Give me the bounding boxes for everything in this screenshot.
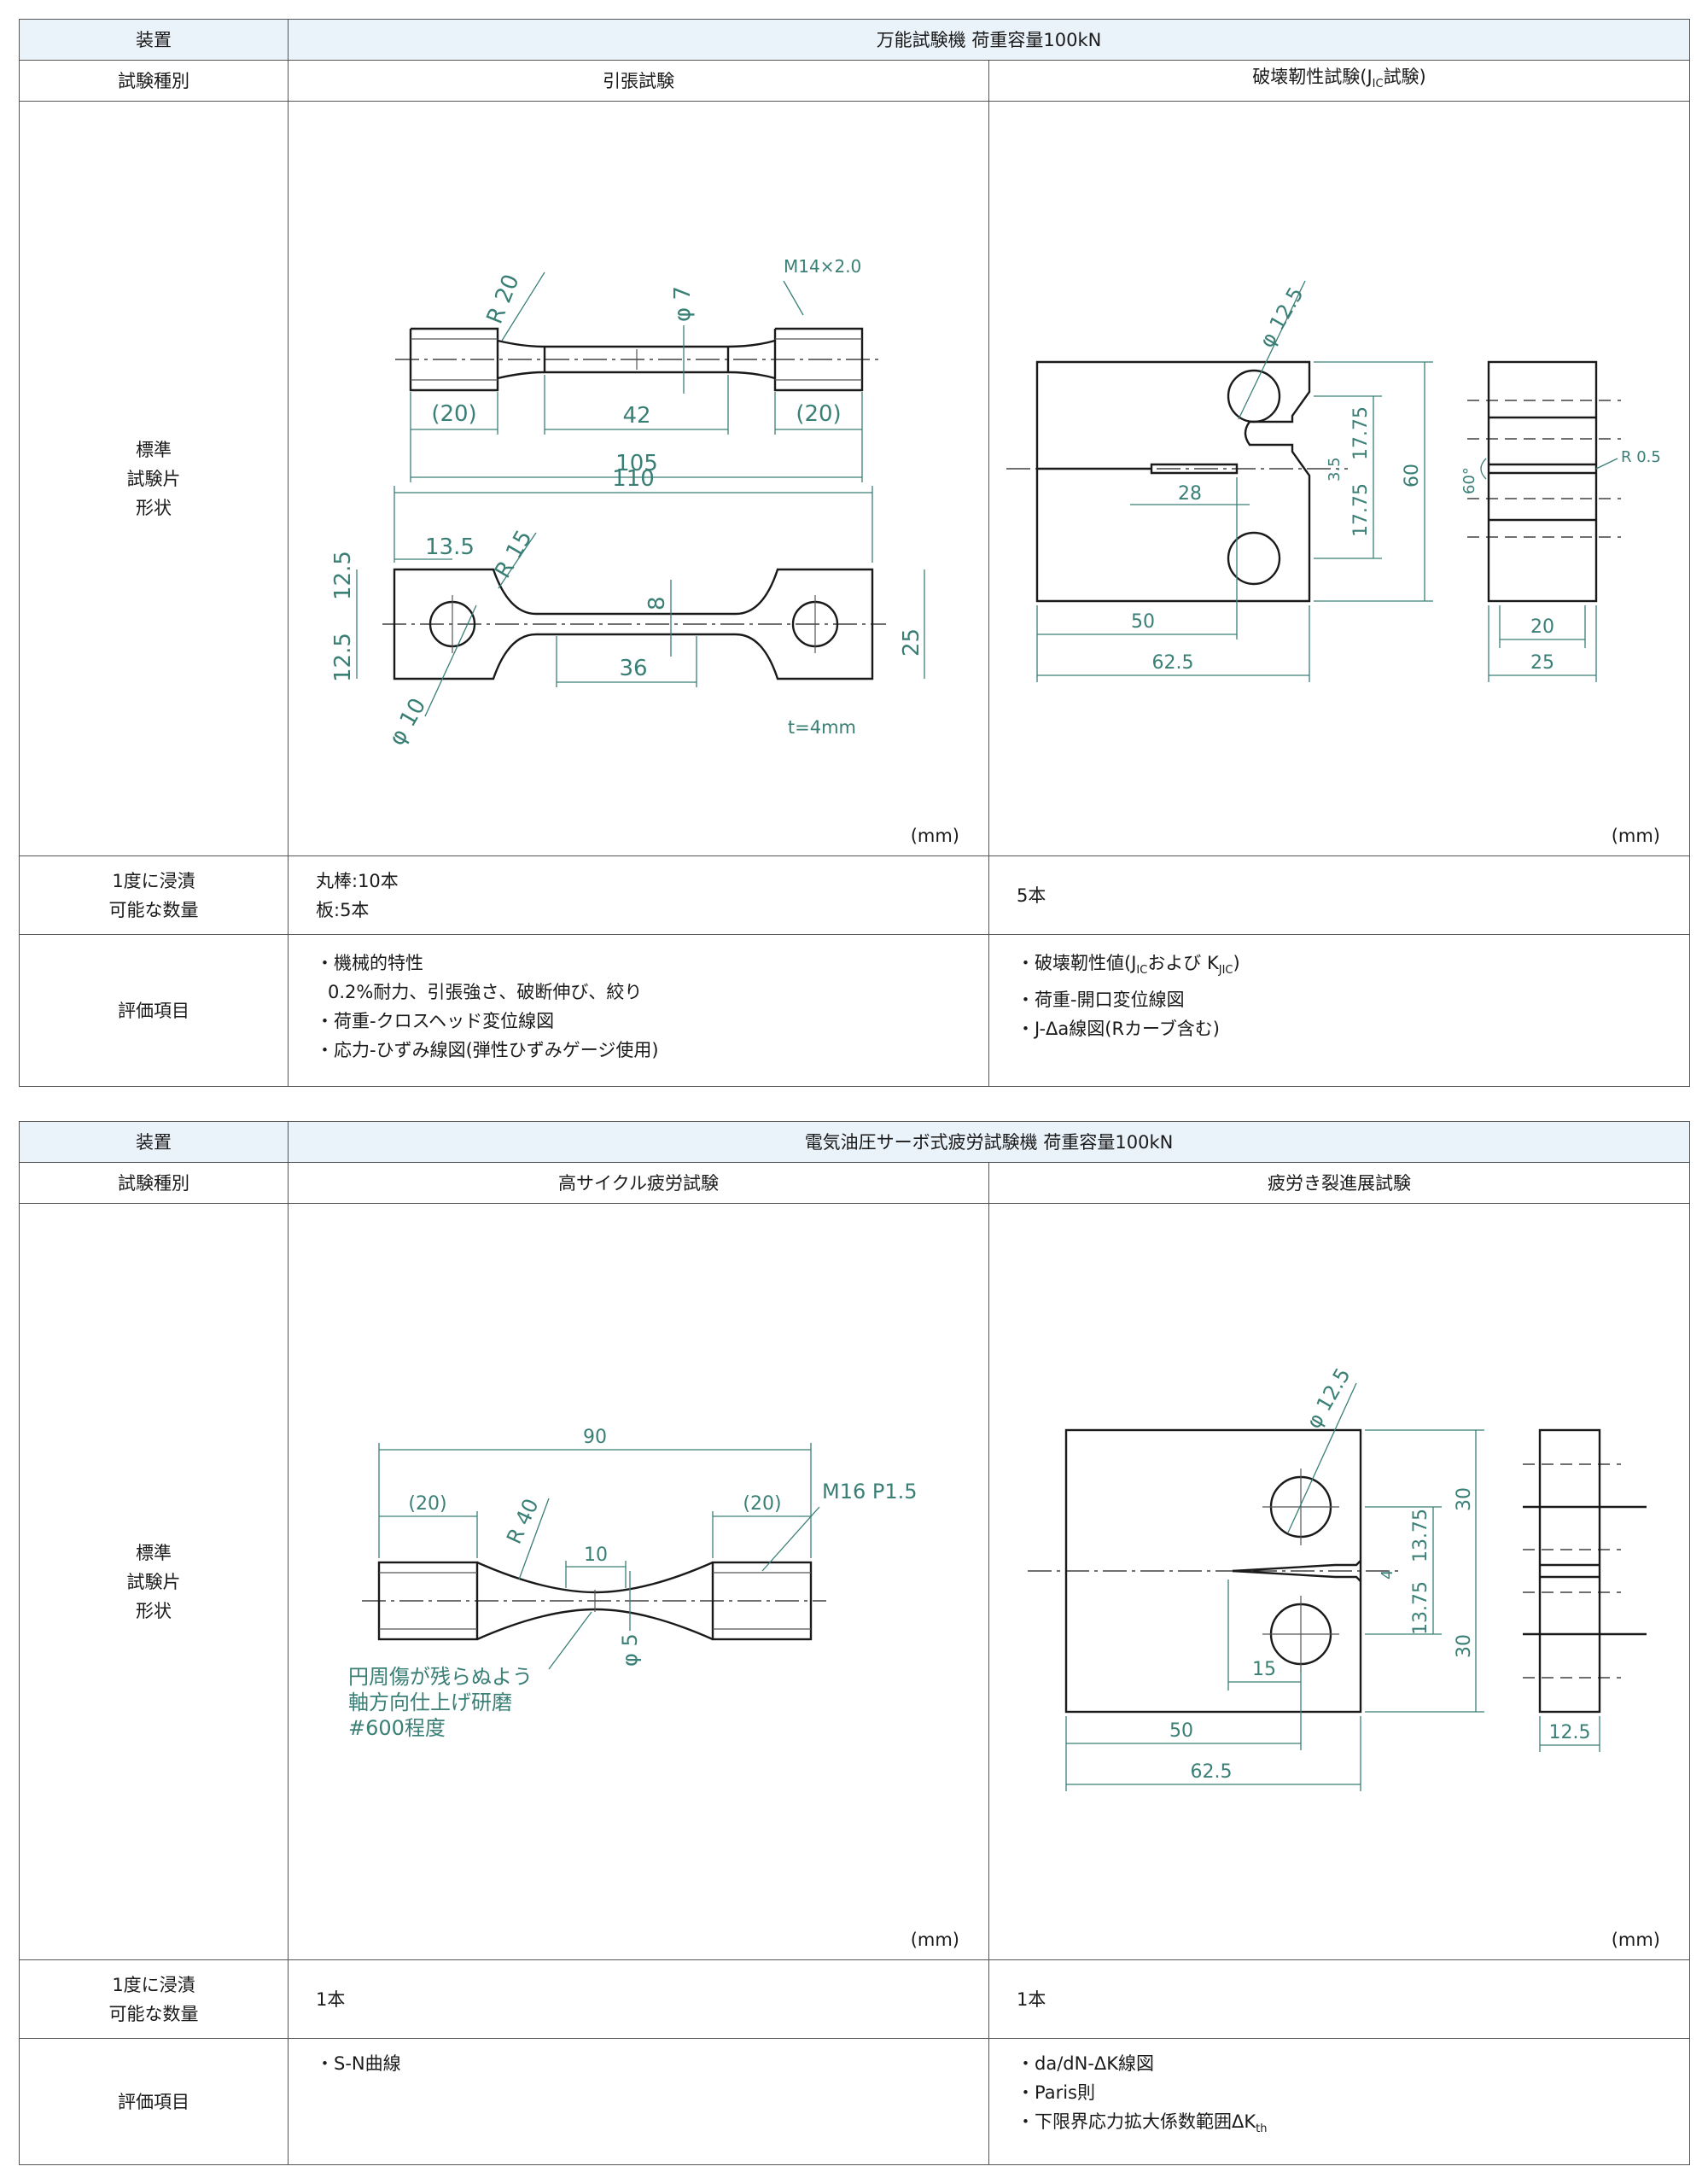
test-table-2: 装置 電気油圧サーボ式疲労試験機 荷重容量100kN 試験種別 高サイクル疲労試… — [19, 1121, 1691, 2165]
svg-text:円周傷が残らぬよう: 円周傷が残らぬよう — [348, 1665, 533, 1689]
svg-text:R 20: R 20 — [482, 271, 525, 327]
svg-text:φ 12.5: φ 12.5 — [1255, 283, 1309, 352]
fatigue-drawing-svg: 90 (20) (20) R 40 M16 P1.5 10 φ 5 円周傷が残ら… — [348, 1427, 918, 1740]
svg-text:(20): (20) — [743, 1493, 781, 1515]
unit-label: (mm) — [1611, 1930, 1661, 1950]
unit-label: (mm) — [1611, 826, 1661, 846]
tensile-specimen-drawing: R 20 φ 7 M14×2.0 (20) 42 (20) 105 110 — [288, 101, 989, 856]
unit-label: (mm) — [910, 826, 959, 846]
svg-text:25: 25 — [899, 628, 924, 657]
svg-text:20: 20 — [1530, 616, 1554, 638]
svg-text:17.75: 17.75 — [1350, 483, 1372, 537]
test-type-fatigue: 高サイクル疲労試験 — [288, 1162, 989, 1204]
svg-text:10: 10 — [584, 1544, 608, 1566]
svg-text:25: 25 — [1530, 652, 1554, 674]
svg-text:62.5: 62.5 — [1191, 1761, 1233, 1783]
svg-text:(20): (20) — [408, 1493, 446, 1515]
svg-text:42: 42 — [622, 403, 650, 429]
eval-label: 評価項目 — [19, 2038, 289, 2165]
test-type-label: 試験種別 — [19, 60, 289, 102]
svg-text:4: 4 — [1379, 1570, 1396, 1579]
svg-text:(20): (20) — [796, 401, 841, 427]
svg-text:28: 28 — [1178, 483, 1202, 505]
svg-text:15: 15 — [1252, 1659, 1276, 1680]
eval-label: 評価項目 — [19, 934, 289, 1087]
svg-text:R 15: R 15 — [490, 526, 538, 582]
svg-text:M16 P1.5: M16 P1.5 — [822, 1480, 918, 1504]
count-fatigue: 1本 — [288, 1959, 989, 2039]
shape-label: 標準試験片形状 — [19, 1203, 289, 1960]
svg-text:軸方向仕上げ研磨: 軸方向仕上げ研磨 — [348, 1690, 512, 1714]
fracture-drawing-svg: φ 12.5 17.75 3.5 17.75 60 28 50 62.5 — [1006, 280, 1661, 682]
eval-fracture: ・破壊靭性値(JICおよび KJIC) ・荷重-開口変位線図 ・J-Δa線図(R… — [988, 934, 1691, 1087]
crack-growth-specimen-drawing: φ 12.5 30 30 13.75 4 13.75 15 50 62.5 — [988, 1203, 1691, 1960]
svg-text:12.5: 12.5 — [1549, 1722, 1591, 1743]
fracture-specimen-drawing: φ 12.5 17.75 3.5 17.75 60 28 50 62.5 — [988, 101, 1691, 856]
svg-text:36: 36 — [619, 656, 647, 681]
svg-text:105: 105 — [615, 451, 658, 476]
svg-text:φ 7: φ 7 — [670, 286, 696, 322]
svg-text:φ 5: φ 5 — [618, 1633, 642, 1667]
svg-text:t=4mm: t=4mm — [788, 717, 856, 738]
svg-text:30: 30 — [1454, 1634, 1475, 1658]
svg-text:13.75: 13.75 — [1410, 1581, 1431, 1635]
svg-text:50: 50 — [1131, 611, 1155, 633]
count-fracture: 5本 — [988, 855, 1691, 935]
unit-label: (mm) — [910, 1930, 959, 1950]
svg-text:50: 50 — [1169, 1720, 1193, 1742]
svg-text:(20): (20) — [431, 401, 476, 427]
fatigue-specimen-drawing: 90 (20) (20) R 40 M16 P1.5 10 φ 5 円周傷が残ら… — [288, 1203, 989, 1960]
svg-text:φ 10: φ 10 — [384, 694, 431, 750]
svg-text:62.5: 62.5 — [1152, 652, 1194, 674]
svg-text:#600程度: #600程度 — [348, 1716, 446, 1740]
svg-text:8: 8 — [644, 596, 670, 610]
svg-text:12.5: 12.5 — [330, 551, 356, 600]
crack-growth-drawing-svg: φ 12.5 30 30 13.75 4 13.75 15 50 62.5 — [1028, 1363, 1647, 1791]
svg-text:13.75: 13.75 — [1410, 1509, 1431, 1562]
svg-text:M14×2.0: M14×2.0 — [784, 256, 861, 277]
device-name: 電気油圧サーボ式疲労試験機 荷重容量100kN — [287, 1121, 1691, 1163]
eval-fatigue: ・S-N曲線 — [288, 2038, 989, 2165]
device-label: 装置 — [19, 19, 289, 61]
count-label: 1度に浸漬可能な数量 — [19, 1959, 289, 2039]
svg-text:90: 90 — [583, 1427, 607, 1448]
svg-text:R 0.5: R 0.5 — [1621, 448, 1661, 466]
test-type-label: 試験種別 — [19, 1162, 289, 1204]
count-label: 1度に浸漬可能な数量 — [19, 855, 289, 935]
eval-crack-growth: ・da/dN-ΔK線図 ・Paris則 ・下限界応力拡大係数範囲ΔKth — [988, 2038, 1691, 2165]
eval-tensile: ・機械的特性 0.2%耐力、引張強さ、破断伸び、絞り ・荷重-クロスヘッド変位線… — [288, 934, 989, 1087]
count-tensile: 丸棒:10本板:5本 — [288, 855, 989, 935]
test-type-crack-growth: 疲労き裂進展試験 — [988, 1162, 1691, 1204]
svg-text:13.5: 13.5 — [425, 534, 475, 560]
svg-text:12.5: 12.5 — [330, 633, 356, 682]
svg-text:60°: 60° — [1460, 467, 1478, 494]
svg-text:R 40: R 40 — [502, 1495, 544, 1548]
svg-text:3.5: 3.5 — [1326, 457, 1344, 482]
shape-label: 標準試験片形状 — [19, 101, 289, 856]
svg-text:60: 60 — [1402, 464, 1423, 488]
test-type-tensile: 引張試験 — [288, 60, 989, 102]
device-name: 万能試験機 荷重容量100kN — [287, 19, 1691, 61]
svg-text:φ 12.5: φ 12.5 — [1302, 1363, 1355, 1433]
svg-text:17.75: 17.75 — [1350, 406, 1372, 460]
tensile-drawing-svg: R 20 φ 7 M14×2.0 (20) 42 (20) 105 110 — [330, 256, 925, 750]
test-table-1: 装置 万能試験機 荷重容量100kN 試験種別 引張試験 破壊靭性試験(JIC試… — [19, 19, 1691, 1087]
device-label: 装置 — [19, 1121, 289, 1163]
count-crack-growth: 1本 — [988, 1959, 1691, 2039]
svg-text:30: 30 — [1454, 1487, 1475, 1511]
svg-text:110: 110 — [612, 466, 655, 492]
test-type-fracture: 破壊靭性試験(JIC試験) — [988, 60, 1691, 102]
